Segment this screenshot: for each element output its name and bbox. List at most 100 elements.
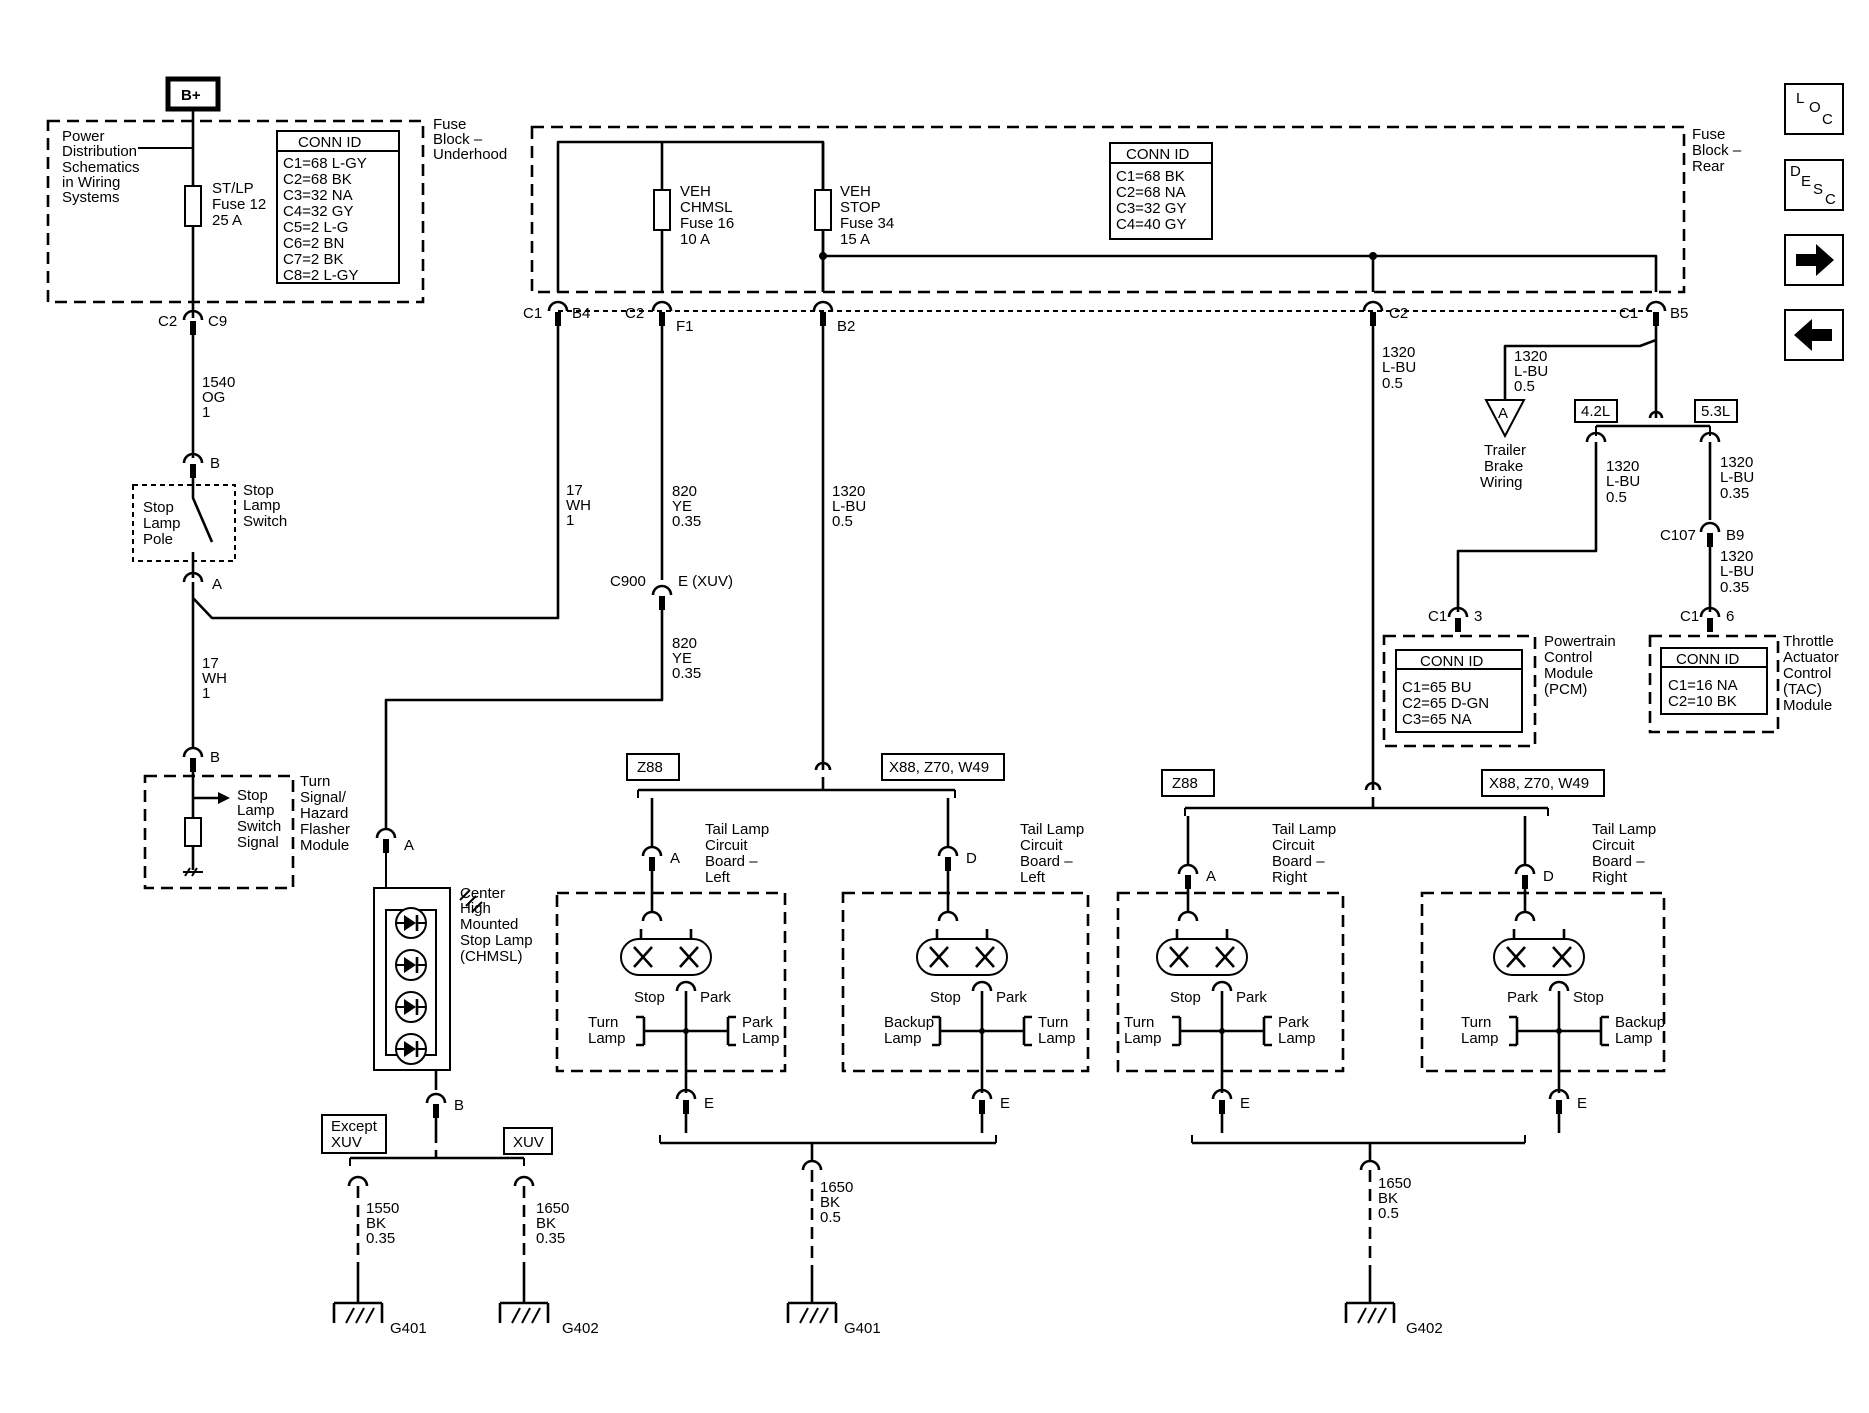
svg-text:(PCM): (PCM): [1544, 681, 1587, 698]
board-ground-pin: E: [1240, 1095, 1250, 1112]
svg-text:0.35: 0.35: [536, 1230, 565, 1247]
side-load-label: Lamp: [588, 1030, 626, 1047]
svg-text:5.3L: 5.3L: [1701, 403, 1730, 420]
svg-text:0.35: 0.35: [366, 1230, 395, 1247]
svg-text:CONN ID: CONN ID: [298, 134, 362, 151]
nav-desc-letter: D: [1790, 163, 1801, 180]
lamp-filament-label: Stop: [1170, 989, 1201, 1006]
arrow-left-icon: [1794, 319, 1832, 351]
fuse-block-underhood: Fuse Block – Underhood Power Distributio…: [46, 116, 507, 304]
svg-text:Except: Except: [331, 1118, 378, 1135]
svg-text:G401: G401: [390, 1320, 427, 1337]
svg-text:15 A: 15 A: [840, 231, 870, 248]
svg-text:ST/LP: ST/LP: [212, 180, 254, 197]
board-title: Tail Lamp: [1020, 821, 1084, 838]
svg-text:1650: 1650: [1378, 1175, 1411, 1192]
svg-text:Turn: Turn: [300, 773, 330, 790]
board-title: Circuit: [1592, 837, 1635, 854]
ground-g401-chmsl: 1550 BK 0.35 G401: [332, 1200, 427, 1337]
svg-text:1320: 1320: [832, 483, 865, 500]
svg-text:6: 6: [1726, 608, 1734, 625]
svg-text:BK: BK: [536, 1215, 556, 1232]
svg-text:Underhood: Underhood: [433, 146, 507, 163]
svg-text:X88, Z70, W49: X88, Z70, W49: [1489, 775, 1589, 792]
svg-text:BK: BK: [1378, 1190, 1398, 1207]
previous-page-button[interactable]: [1784, 309, 1844, 361]
svg-text:Mounted: Mounted: [460, 916, 518, 933]
svg-text:Actuator: Actuator: [1783, 649, 1839, 666]
svg-text:0.5: 0.5: [832, 513, 853, 530]
board-connector-pin: D: [1543, 868, 1554, 885]
side-load-label: Lamp: [1038, 1030, 1076, 1047]
board-title: Board –: [1020, 853, 1073, 870]
svg-text:E (XUV): E (XUV): [678, 573, 733, 590]
next-page-button[interactable]: [1784, 234, 1844, 286]
svg-text:Wiring: Wiring: [1480, 474, 1523, 491]
svg-text:Signal/: Signal/: [300, 789, 347, 806]
svg-text:Fuse 16: Fuse 16: [680, 215, 734, 232]
svg-text:Switch: Switch: [237, 818, 281, 835]
svg-text:B: B: [210, 455, 220, 472]
bplus-source: B+: [165, 76, 221, 112]
svg-text:C1=68 BK: C1=68 BK: [1116, 168, 1185, 185]
board-title: Board –: [1592, 853, 1645, 870]
connector-c2-c9: C2 C9: [158, 309, 227, 337]
svg-text:1320: 1320: [1514, 348, 1547, 365]
svg-text:Hazard: Hazard: [300, 805, 348, 822]
option-x88-left: X88, Z70, W49: [881, 753, 1005, 781]
option-z88-right: Z88: [1161, 769, 1215, 797]
svg-text:WH: WH: [566, 497, 591, 514]
wire-1320-lbu-trailer: 1320 L-BU 0.5: [1514, 348, 1548, 395]
powertrain-control-module: C1 3 CONN ID C1=65 BU C2=65 D-GN C3=65 N…: [1382, 606, 1616, 748]
svg-text:WH: WH: [202, 670, 227, 687]
side-load-label: Lamp: [1615, 1030, 1653, 1047]
svg-text:Module: Module: [300, 837, 349, 854]
fuse-block-rear: Fuse Block – Rear VEH CHMSL Fuse 16 10 A…: [530, 125, 1742, 294]
svg-text:0.5: 0.5: [820, 1209, 841, 1226]
svg-text:STOP: STOP: [840, 199, 881, 216]
svg-text:Fuse: Fuse: [1692, 126, 1725, 143]
wire-1320-lbu-left: 1320 L-BU 0.5: [832, 483, 866, 530]
board-ground-pin: E: [1577, 1095, 1587, 1112]
side-load-label: Lamp: [1124, 1030, 1162, 1047]
svg-text:C6=2 BN: C6=2 BN: [283, 235, 344, 252]
side-load-label: Turn: [1038, 1014, 1068, 1031]
side-load-label: Lamp: [1461, 1030, 1499, 1047]
svg-text:C7=2 BK: C7=2 BK: [283, 251, 343, 268]
option-z88-left: Z88: [626, 753, 680, 781]
ground-g402-right: 1650 BK 0.5 G402: [1344, 1175, 1443, 1337]
svg-text:Signal: Signal: [237, 834, 279, 851]
svg-text:VEH: VEH: [680, 183, 711, 200]
nav-loc-button[interactable]: L O C: [1784, 83, 1844, 135]
svg-text:Rear: Rear: [1692, 158, 1725, 175]
svg-text:L-BU: L-BU: [832, 498, 866, 515]
svg-text:C2=65 D-GN: C2=65 D-GN: [1402, 695, 1489, 712]
svg-text:(CHMSL): (CHMSL): [460, 948, 523, 965]
side-load-label: Turn: [1461, 1014, 1491, 1031]
svg-text:B: B: [454, 1097, 464, 1114]
svg-text:820: 820: [672, 635, 697, 652]
nav-desc-letter: E: [1801, 173, 1811, 190]
svg-text:Stop Lamp: Stop Lamp: [460, 932, 533, 949]
svg-text:Lamp: Lamp: [143, 515, 181, 532]
svg-text:B: B: [210, 749, 220, 766]
svg-text:0.35: 0.35: [1720, 485, 1749, 502]
svg-text:BK: BK: [820, 1194, 840, 1211]
svg-text:17: 17: [202, 655, 219, 672]
svg-text:Module: Module: [1544, 665, 1593, 682]
svg-text:4.2L: 4.2L: [1581, 403, 1610, 420]
st-lp-fuse-12: ST/LP Fuse 12 25 A: [184, 180, 266, 229]
svg-text:Stop: Stop: [143, 499, 174, 516]
svg-text:Flasher: Flasher: [300, 821, 350, 838]
svg-text:Powertrain: Powertrain: [1544, 633, 1616, 650]
side-load-label: Park: [1278, 1014, 1309, 1031]
svg-text:Switch: Switch: [243, 513, 287, 530]
svg-text:1320: 1320: [1720, 454, 1753, 471]
svg-text:Block –: Block –: [433, 131, 483, 148]
svg-text:0.35: 0.35: [672, 513, 701, 530]
svg-text:Center: Center: [460, 885, 505, 902]
side-load-label: Lamp: [1278, 1030, 1316, 1047]
board-title: Circuit: [1020, 837, 1063, 854]
nav-desc-button[interactable]: D E S C: [1784, 159, 1844, 211]
svg-text:C1: C1: [1680, 608, 1699, 625]
